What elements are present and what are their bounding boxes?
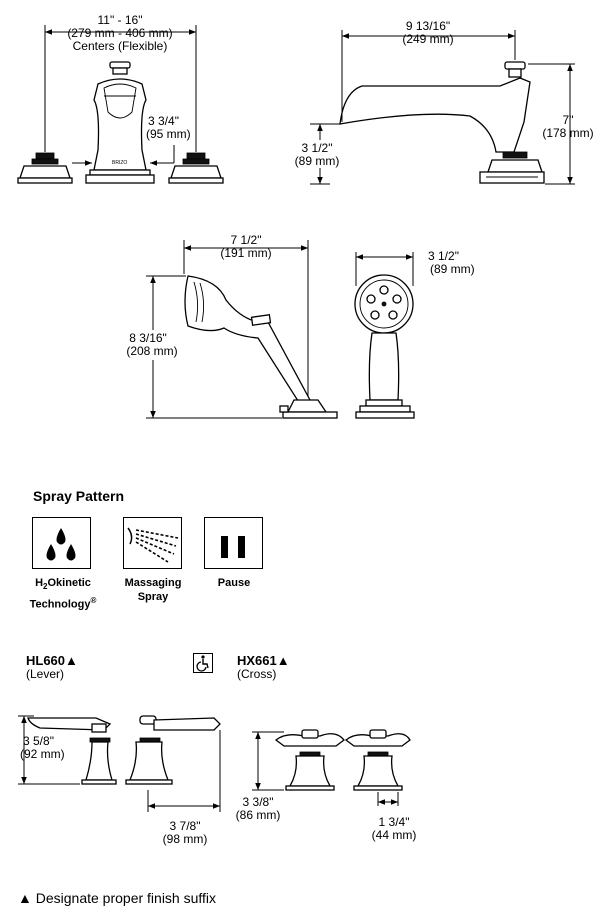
spout-side-view: 9 13/16" (249 mm) 7" (178 mm) 3 1/2" (89… — [295, 19, 594, 185]
spray-label-h2okinetic: H2Okinetic Technology® — [29, 577, 97, 611]
spray-option-massaging — [123, 517, 182, 569]
lever-handle-views: 3 5/8" (92 mm) 3 7/8" (98 mm) — [18, 715, 221, 846]
right-valve — [168, 152, 224, 184]
centers-note-label: Centers (Flexible) — [73, 39, 168, 53]
wheelchair-icon — [193, 653, 213, 673]
lever-length-mm-label: (98 mm) — [163, 832, 208, 846]
spray-pattern-title: Spray Pattern — [33, 488, 125, 504]
spray-label-pause: Pause — [217, 577, 251, 589]
cross-base-mm-label: (44 mm) — [372, 828, 417, 842]
handshower-front-view: 3 1/2" (89 mm) — [354, 249, 475, 419]
pause-icon — [221, 536, 245, 558]
spray-option-pause — [204, 517, 263, 569]
spray-nozzles — [366, 285, 402, 320]
water-drops-icon — [46, 528, 76, 561]
spray-label-massaging: Massaging Spray — [124, 577, 182, 603]
spout-height-label: 7" — [563, 113, 574, 127]
left-valve — [17, 152, 73, 184]
spout-body-front: BRIZO — [85, 61, 155, 184]
handshower-length-mm-label: (191 mm) — [220, 246, 271, 260]
spout-brand-mark: BRIZO — [112, 160, 127, 166]
cross-model-name: (Cross) — [237, 667, 277, 681]
face-width-mm-label: (89 mm) — [430, 262, 475, 276]
finish-suffix-footnote: ▲ Designate proper finish suffix — [18, 890, 217, 906]
lever-model-code: HL660▲ — [26, 653, 78, 668]
cross-model-code: HX661▲ — [237, 653, 290, 668]
spout-height-mm-label: (178 mm) — [542, 126, 593, 140]
cross-height-label: 3 3/8" — [243, 795, 274, 809]
faucet-front-view: BRIZO 11" - 16" (279 mm - 406 mm) Center… — [17, 13, 224, 184]
handshower-height-label: 8 3/16" — [129, 331, 167, 345]
massaging-spray-icon — [127, 527, 179, 563]
centers-range-label: 11" - 16" — [98, 13, 143, 27]
spray-option-h2okinetic — [32, 517, 91, 569]
lever-length-label: 3 7/8" — [170, 819, 201, 833]
outlet-height-mm-label: (89 mm) — [295, 154, 340, 168]
handshower-side-view: 7 1/2" (191 mm) 8 3/16" (208 mm) — [126, 233, 338, 419]
face-width-label: 3 1/2" — [428, 249, 459, 263]
lever-model-name: (Lever) — [26, 667, 65, 681]
spout-width-mm-label: (95 mm) — [146, 127, 191, 141]
handshower-length-label: 7 1/2" — [231, 233, 262, 247]
cross-base-label: 1 3/4" — [379, 815, 410, 829]
cross-height-mm-label: (86 mm) — [236, 808, 281, 822]
spout-width-label: 3 3/4" — [148, 114, 179, 128]
outlet-height-label: 3 1/2" — [302, 141, 333, 155]
centers-range-mm-label: (279 mm - 406 mm) — [67, 26, 172, 40]
lever-height-label: 3 5/8" — [23, 734, 54, 748]
cross-handle-views: 3 3/8" (86 mm) 1 3/4" (44 mm) — [236, 729, 417, 842]
handshower-height-mm-label: (208 mm) — [126, 344, 177, 358]
lever-height-mm-label: (92 mm) — [20, 747, 65, 761]
spout-reach-label: 9 13/16" — [406, 19, 450, 33]
spout-reach-mm-label: (249 mm) — [402, 32, 453, 46]
